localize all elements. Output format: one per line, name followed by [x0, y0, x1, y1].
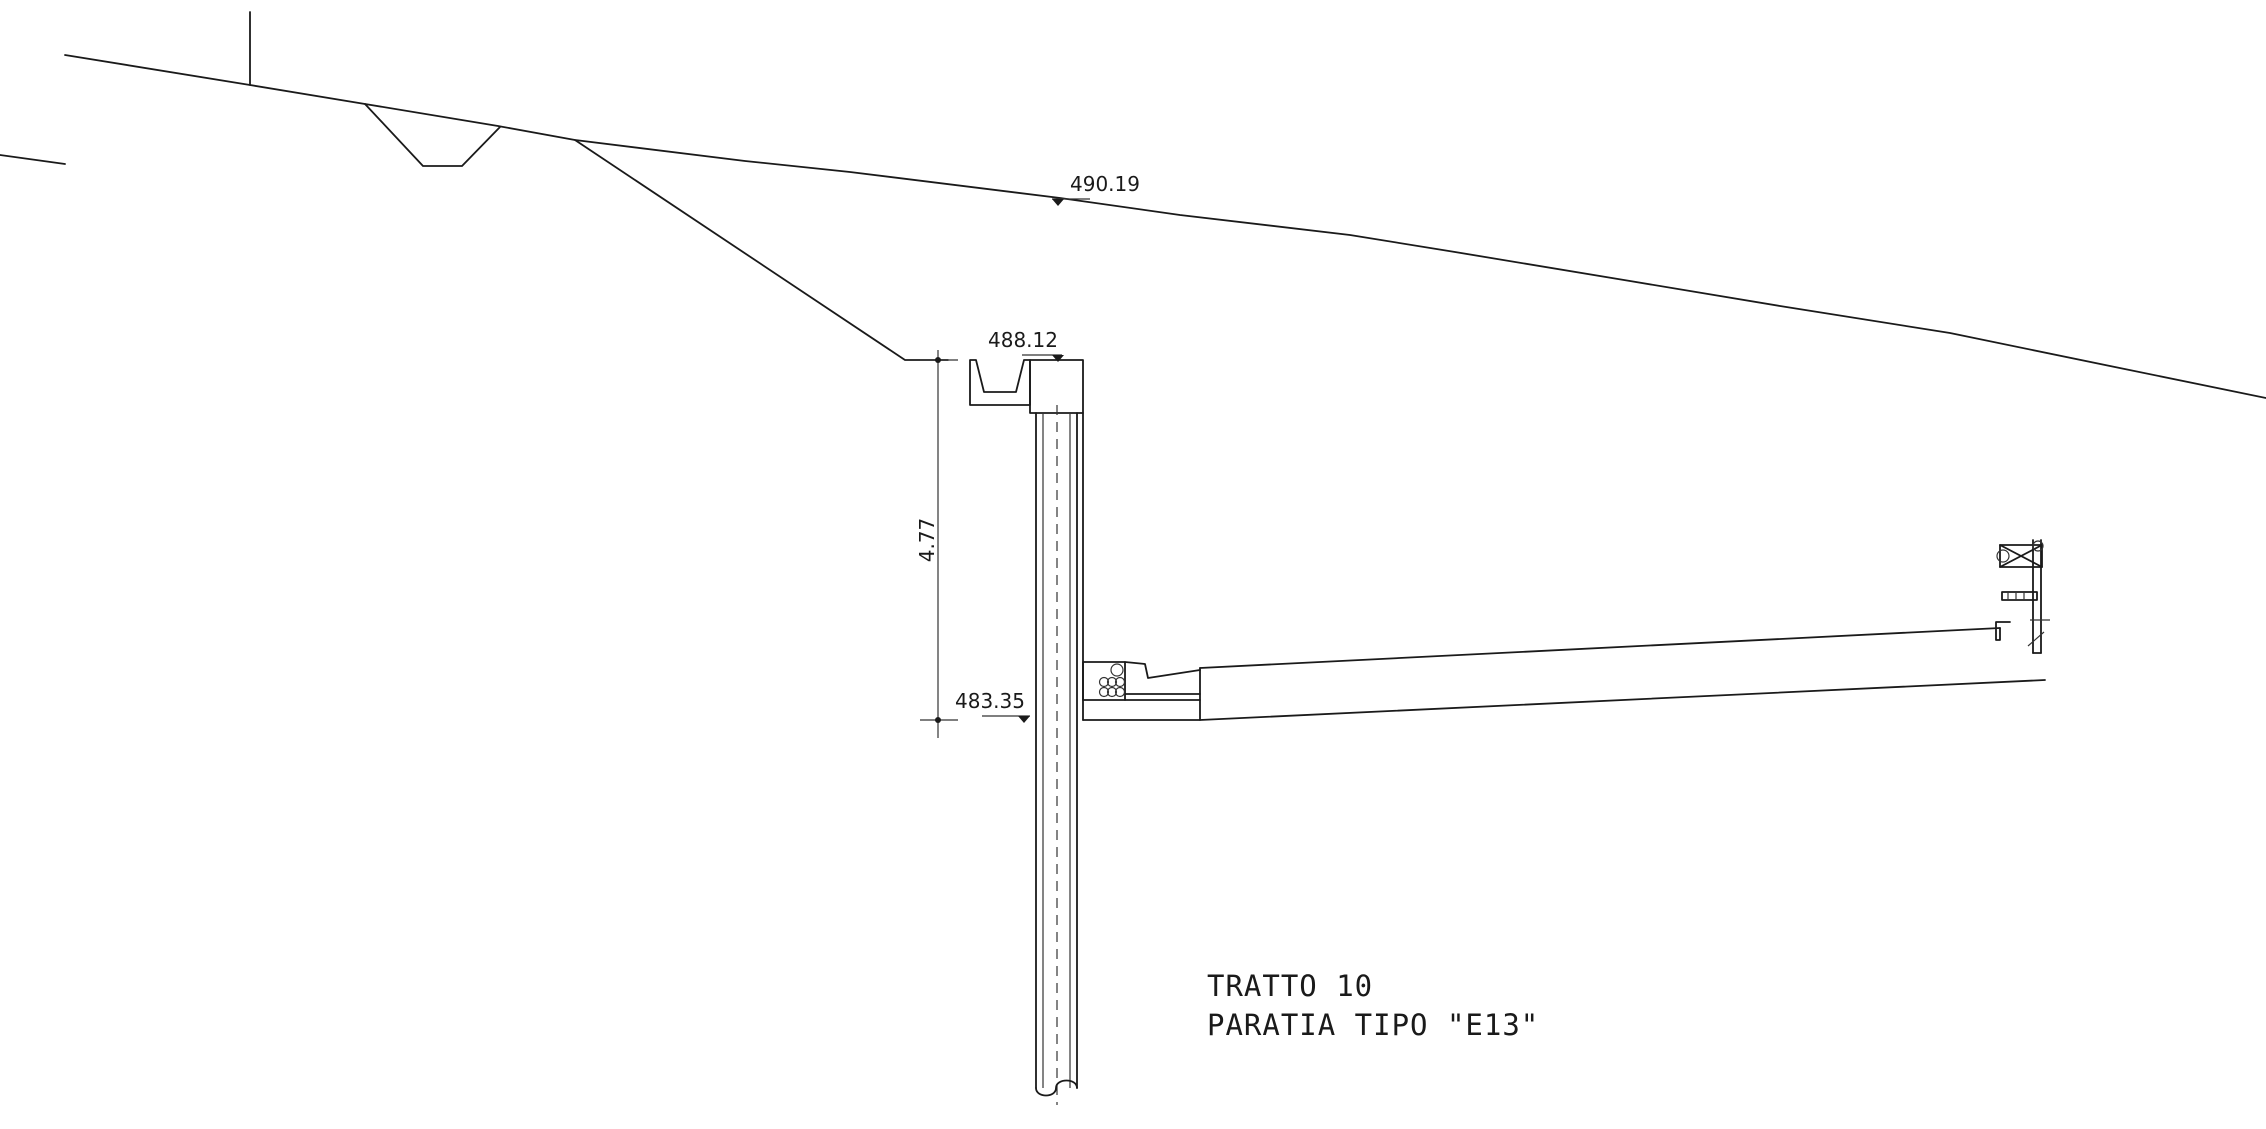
elevation-marker-bottom: 483.35: [955, 689, 1030, 723]
head-ditch: [969, 359, 1031, 406]
elevation-marker-wall-top: 488.12: [988, 328, 1064, 362]
elevation-marker-ground: 490.19: [1052, 172, 1140, 206]
elevation-label-bottom: 483.35: [955, 689, 1025, 713]
road-pavement: [1082, 627, 2046, 721]
cut-slope: [574, 139, 949, 361]
depth-dimension-label: 4.77: [915, 518, 939, 563]
elevation-label-wall-top: 488.12: [988, 328, 1058, 352]
section-label: TRATTO 10: [1207, 969, 1373, 1003]
guard-rail: [1995, 539, 2050, 654]
elevation-label-ground: 490.19: [1070, 172, 1140, 196]
wall-type-label: PARATIA TIPO "E13": [1207, 1008, 1539, 1042]
side-drain: [1082, 661, 1201, 701]
depth-dimension: 4.77: [915, 350, 958, 738]
ground-profile: [0, 11, 2266, 399]
retaining-pile: [1035, 405, 1078, 1105]
ground-ditch: [364, 103, 501, 167]
